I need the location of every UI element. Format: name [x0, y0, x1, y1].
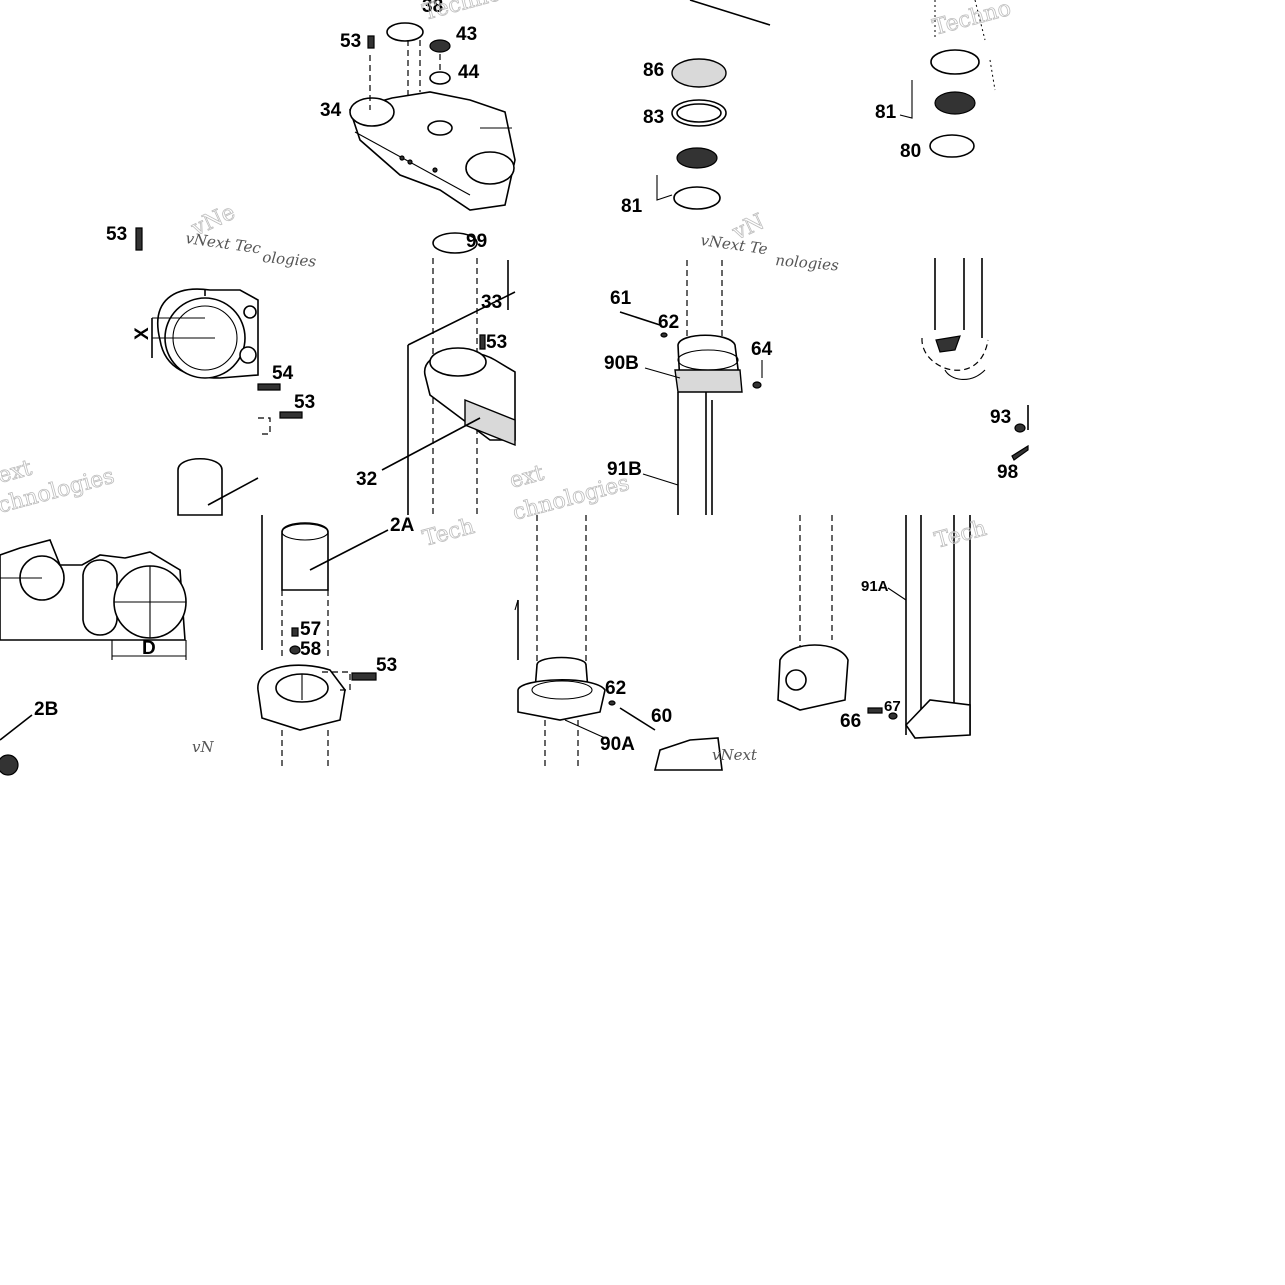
label-53: 53 [486, 332, 507, 353]
label-54: 54 [272, 363, 294, 384]
watermark: vN [192, 738, 214, 756]
label-44: 44 [458, 62, 480, 83]
label-62: 62 [658, 312, 679, 333]
label-80: 80 [900, 141, 921, 162]
label-93: 93 [990, 407, 1011, 428]
label-86: 86 [643, 60, 664, 81]
label-61: 61 [610, 288, 632, 309]
label-83: 83 [643, 107, 664, 128]
clamp-plan-view-d [0, 539, 187, 776]
label-53: 53 [340, 31, 361, 52]
label-d-dimension: D [142, 638, 156, 659]
label-98: 98 [997, 462, 1018, 483]
watermark: ext [0, 456, 35, 489]
watermark: Techno [930, 0, 1014, 41]
label-60: 60 [651, 706, 672, 727]
fork-tube-2a [257, 515, 389, 770]
label-90b: 90B [604, 353, 639, 374]
label-81: 81 [875, 102, 897, 123]
label-91b: 91B [607, 459, 642, 480]
lower-clamp-stem [381, 232, 516, 515]
label-x-dimension: X [132, 327, 153, 340]
clamp-plan-view-x [135, 227, 303, 516]
fork-slider-91a [777, 515, 971, 739]
label-33: 33 [481, 292, 502, 313]
label-53: 53 [294, 392, 315, 413]
watermark: Techno [420, 0, 504, 26]
label-34: 34 [320, 100, 342, 121]
watermark: ologies [262, 248, 317, 271]
label-32: 32 [356, 469, 377, 490]
label-58: 58 [300, 639, 321, 660]
label-90a: 90A [600, 734, 635, 755]
label-81: 81 [621, 196, 643, 217]
label-91a: 91A [861, 578, 889, 595]
label-43: 43 [456, 24, 477, 45]
watermark: nologies [775, 251, 840, 274]
steering-bearing-stack [656, 0, 771, 210]
fork-tube-a-clamp [514, 515, 723, 771]
watermark: ext [507, 461, 547, 494]
lower-bearing-group [899, 0, 996, 158]
label-38: 38 [422, 0, 443, 17]
label-53: 53 [376, 655, 397, 676]
label-66: 66 [840, 711, 861, 732]
label-53: 53 [106, 224, 127, 245]
label-64: 64 [751, 339, 773, 360]
label-2b: 2B [34, 699, 58, 720]
upper-triple-clamp-group [348, 22, 516, 211]
watermark: vNext [712, 746, 758, 764]
fork-slider-bottom [921, 258, 1029, 461]
label-62: 62 [605, 678, 626, 699]
label-57: 57 [300, 619, 321, 640]
fork-tube-b [619, 260, 763, 515]
label-67: 67 [884, 698, 901, 715]
watermark: Tech [420, 514, 477, 552]
label-99: 99 [466, 231, 487, 252]
watermark: Tech [932, 516, 989, 554]
label-2a: 2A [390, 515, 415, 536]
